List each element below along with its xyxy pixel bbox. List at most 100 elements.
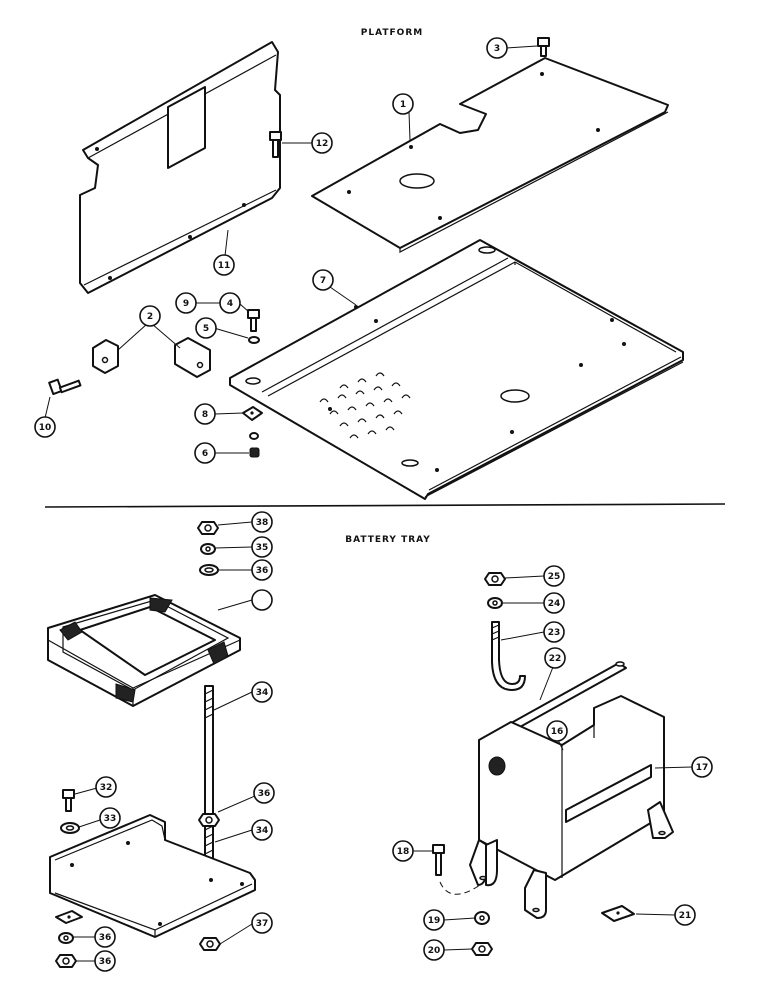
callout-9-4: 9 4 (175, 292, 250, 314)
callout-6: 6 (194, 442, 249, 464)
callout-21: 22 (539, 647, 566, 701)
bolt-part-18 (432, 844, 481, 895)
nut-part-36-middle (198, 813, 220, 827)
callout-7: 7 (312, 269, 357, 306)
callout-25: 21 (635, 904, 696, 926)
bolt-part-10 (48, 378, 82, 396)
callout-label: 17 (696, 763, 709, 773)
callout-label: 32 (100, 783, 113, 793)
callout-label: 33 (104, 814, 117, 824)
callout-label: 34 (256, 688, 269, 698)
lock-washer-part-34-bottom (58, 932, 74, 944)
callout-label: 34 (256, 826, 269, 836)
callout-10: 10 (34, 396, 56, 438)
nut-part-24 (484, 572, 506, 586)
callout-label: 24 (548, 599, 561, 609)
callout-label: 16 (551, 727, 564, 737)
callout-16: 16 (546, 720, 568, 751)
tray-base-bracket-part (49, 814, 256, 938)
callout-34-top: 35 (214, 536, 273, 558)
callout-11: 11 (213, 229, 235, 276)
callout-36-bottom: 36 (76, 950, 116, 972)
callout-label: 23 (548, 628, 561, 638)
callout-35: 36 (218, 559, 273, 581)
callout-22: 23 (500, 621, 565, 643)
square-washer-part-8 (242, 406, 263, 421)
callout-label: 11 (218, 261, 231, 271)
callout-label: 38 (256, 518, 269, 528)
callout-label: 5 (203, 324, 209, 334)
callout-36-middle: 36 (217, 782, 275, 813)
callout-20: 20 (423, 939, 473, 961)
washer-part-5 (248, 336, 260, 344)
callout-17: 17 (654, 756, 713, 778)
callout-38 (217, 589, 273, 611)
nut-part-6 (249, 432, 260, 458)
side-panel-part (79, 41, 281, 294)
callout-label: 9 (183, 299, 189, 309)
callout-label: 35 (256, 543, 269, 553)
callout-36-right: 37 (219, 912, 273, 945)
callout-label: 36 (258, 789, 271, 799)
platform-plate-upper-part (311, 57, 669, 253)
bolt-part-3 (537, 37, 550, 57)
callout-label: 37 (256, 919, 269, 929)
callout-34-bottom: 36 (73, 926, 116, 948)
callout-32: 33 (78, 807, 121, 829)
callout-37: 38 (217, 511, 273, 533)
battery-tray-frame-part (47, 594, 241, 707)
callout-30: 34 (214, 819, 273, 843)
section-title-battery-tray: BATTERY TRAY (345, 535, 431, 545)
callout-12: 12 (282, 132, 333, 154)
callout-18: 18 (392, 840, 433, 862)
section-title-platform: PLATFORM (361, 28, 423, 38)
plate-part-25 (601, 905, 635, 922)
callout-label: 36 (99, 957, 112, 967)
nut-part-36-right (199, 937, 221, 951)
bracket-part-2 (92, 337, 211, 378)
callout-2: 2 (117, 305, 181, 351)
plate-part-left (55, 910, 83, 924)
callout-label: 4 (227, 299, 233, 309)
bolt-part-12 (269, 131, 282, 158)
callout-19: 19 (423, 909, 476, 931)
callout-label: 1 (400, 100, 406, 110)
callout-label: 20 (428, 946, 441, 956)
callout-label: 2 (147, 312, 153, 322)
callout-31: 32 (74, 776, 117, 798)
bolt-part-4 (247, 309, 260, 332)
j-bolt-part-22 (491, 621, 526, 691)
bolt-part-31 (62, 789, 75, 812)
callout-label: 12 (316, 139, 329, 149)
callout-label: 36 (256, 566, 269, 576)
callout-1: 1 (392, 93, 414, 141)
callout-label: 36 (99, 933, 112, 943)
callout-24: 25 (504, 565, 565, 587)
callout-label: 18 (397, 847, 410, 857)
callout-label: 19 (428, 916, 441, 926)
callout-label: 3 (494, 44, 500, 54)
callout-label: 8 (202, 410, 208, 420)
section-divider (44, 503, 726, 508)
callout-23: 24 (503, 592, 565, 614)
lock-washer-part-34-top (200, 543, 216, 555)
callout-3: 3 (486, 37, 538, 59)
nut-part-20 (471, 942, 493, 956)
callout-label: 6 (202, 449, 208, 459)
tread-pattern (319, 372, 411, 439)
washer-part-35 (199, 564, 219, 576)
washer-part-32 (60, 822, 80, 834)
callout-label: 25 (548, 572, 561, 582)
nut-part-36-bottom (55, 954, 77, 968)
battery-box-part (469, 695, 674, 919)
rod-part-33 (204, 685, 214, 859)
callout-label: 22 (549, 654, 562, 664)
callout-8: 8 (194, 403, 244, 425)
callout-label: 21 (679, 911, 692, 921)
callout-label: 10 (39, 423, 52, 433)
callout-33: 34 (213, 681, 273, 711)
lock-washer-part-23 (487, 597, 503, 609)
callout-label: 7 (320, 276, 326, 286)
